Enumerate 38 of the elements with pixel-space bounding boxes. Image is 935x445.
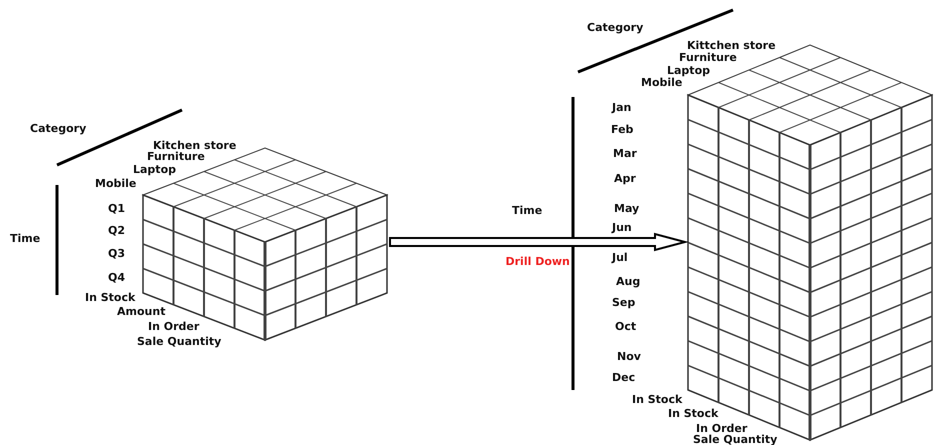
category-label: Mobile bbox=[641, 76, 682, 89]
edge-label: Drill Down bbox=[506, 255, 570, 268]
measure-label: In Stock bbox=[668, 407, 718, 420]
time-label: Q3 bbox=[108, 247, 126, 260]
category-label: Furniture bbox=[147, 150, 205, 163]
category-label: Kitchen store bbox=[153, 139, 236, 152]
axis-title: Time bbox=[512, 204, 542, 217]
measure-label: In Order bbox=[696, 422, 748, 435]
time-label: Mar bbox=[613, 147, 637, 160]
measure-label: In Order bbox=[148, 320, 200, 333]
time-label: Q2 bbox=[108, 224, 126, 237]
category-label: Furniture bbox=[679, 51, 737, 64]
time-label: Sep bbox=[612, 296, 636, 309]
time-label: Feb bbox=[611, 123, 634, 136]
category-label: Kittchen store bbox=[687, 39, 776, 52]
time-label: Jul bbox=[612, 251, 628, 264]
category-label: Mobile bbox=[95, 177, 136, 190]
time-label: Jun bbox=[612, 221, 632, 234]
block-arrow bbox=[389, 232, 689, 252]
time-label: Dec bbox=[612, 371, 636, 384]
time-label: Nov bbox=[617, 350, 641, 363]
time-label: Q1 bbox=[108, 202, 126, 215]
category-label: Laptop bbox=[133, 163, 176, 176]
measure-label: In Stock bbox=[85, 291, 136, 304]
axis-title: Category bbox=[587, 21, 644, 34]
time-label: Oct bbox=[615, 320, 636, 333]
time-label: Apr bbox=[614, 172, 636, 185]
measure-label: In Stock bbox=[632, 393, 682, 406]
time-label: Q4 bbox=[108, 271, 126, 284]
axis-title: Category bbox=[30, 122, 86, 135]
axis-title: Time bbox=[10, 232, 40, 245]
time-label: May bbox=[614, 202, 640, 215]
time-label: Aug bbox=[616, 275, 640, 288]
time-label: Jan bbox=[612, 101, 632, 114]
measure-label: Sale Quantity bbox=[693, 433, 778, 445]
category-label: Laptop bbox=[667, 64, 710, 77]
measure-label: Amount bbox=[117, 305, 166, 318]
measure-label: Sale Quantity bbox=[137, 335, 222, 348]
